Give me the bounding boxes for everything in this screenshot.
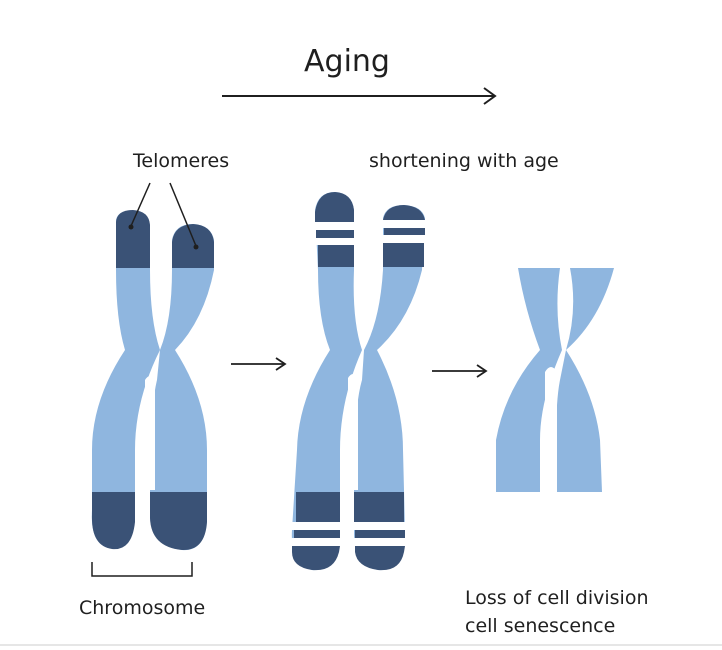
arrow-1-to-2: [231, 357, 287, 371]
chromosome-1-center-gap: [145, 376, 155, 490]
aging-title: Aging: [304, 44, 390, 79]
cell-senescence-text: cell senescence: [465, 615, 616, 637]
chromosome-3-center-gap: [545, 367, 557, 492]
chromosome-1-right-arm: [150, 224, 214, 551]
pointer-line-1: [130, 182, 151, 227]
chromosome-3-right-arm: [556, 268, 614, 492]
telomere-1b: [172, 224, 214, 268]
chromosome-2-right-arm: [354, 205, 425, 571]
chromosome-1-left-arm: [91, 210, 160, 549]
telomere-2b-fragment-2: [384, 228, 425, 235]
chromosome-2-left-arm: [291, 192, 362, 571]
telomere-2a-fragment-2: [316, 230, 354, 238]
telomere-2a-fragment-3: [318, 245, 354, 267]
bottom-divider: [0, 644, 722, 646]
chromosome-2-center-gap: [348, 374, 358, 490]
telomere-2d-fragment-3: [355, 546, 405, 571]
telomere-2d-fragment-1: [354, 492, 404, 522]
chromosome-label: Chromosome: [79, 597, 206, 619]
chromosome-3-left-arm: [496, 268, 562, 492]
telomere-2b-fragment-3: [383, 243, 424, 267]
telomere-2c-fragment-2: [294, 530, 340, 538]
chromosome-1: [91, 182, 214, 551]
telomere-1d: [150, 492, 207, 551]
shortening-label: shortening with age: [369, 150, 559, 172]
telomere-2a-fragment-1: [315, 192, 354, 222]
telomere-1a: [116, 210, 150, 268]
pointer-line-2: [169, 182, 197, 247]
chromosome-bracket: [91, 562, 193, 577]
arrow-2-to-3: [432, 364, 488, 378]
telomere-2d-fragment-2: [355, 530, 405, 538]
telomere-1c: [91, 492, 135, 550]
senescence-label: Loss of cell division cell senescence: [465, 584, 649, 640]
aging-arrow: [222, 87, 497, 105]
telomeres-label: Telomeres: [133, 150, 230, 172]
telomere-2c-fragment-3: [292, 546, 340, 571]
chromosome-2: [286, 192, 430, 571]
telomere-2c-fragment-1: [296, 492, 340, 522]
chromosome-3: [496, 268, 614, 492]
loss-of-cell-division-text: Loss of cell division: [465, 587, 649, 609]
telomere-2b-fragment-1: [383, 205, 425, 220]
